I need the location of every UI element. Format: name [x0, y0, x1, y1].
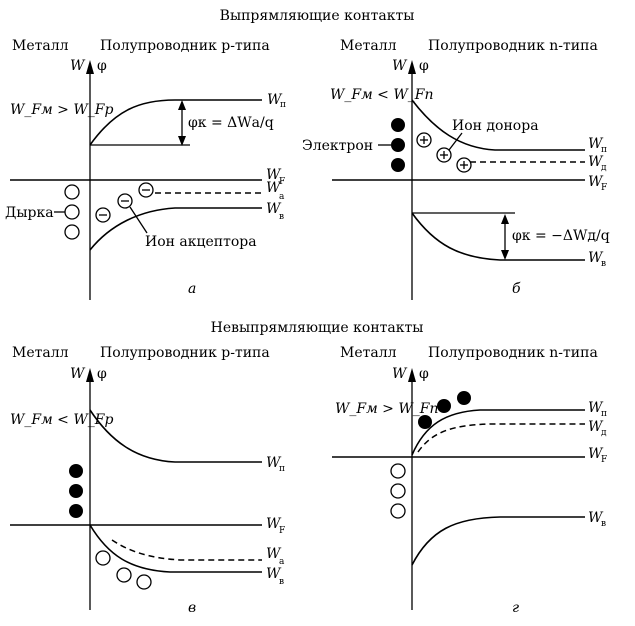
- svg-text:W: W: [588, 446, 604, 462]
- hole-circle: [95, 550, 111, 566]
- svg-text:W: W: [266, 516, 282, 532]
- panel-letter-b: б: [512, 281, 521, 297]
- svg-text:F: F: [279, 177, 285, 187]
- condition-text: W_Fм < W_Fn: [330, 87, 433, 103]
- hole-circle: [64, 184, 80, 200]
- electron-label: Электрон: [302, 138, 373, 154]
- potential-formula: φк = ΔWа/q: [188, 115, 274, 131]
- svg-text:в: в: [279, 212, 284, 222]
- panel-v: Металл Полупроводник p-типа W φ W_Fм < W…: [10, 345, 285, 616]
- hole-circle: [136, 574, 152, 590]
- svg-text:а: а: [279, 557, 285, 567]
- donor-ion-label: Ион донора: [452, 118, 539, 134]
- panel-b: Металл Полупроводник n-типа W φ W_Fм < W…: [302, 38, 610, 300]
- svg-text:д: д: [601, 163, 607, 173]
- electron-dot: [418, 415, 432, 429]
- svg-text:W: W: [266, 566, 282, 582]
- condition-text: W_Fм > W_Fp: [10, 102, 113, 118]
- svg-text:W: W: [588, 174, 604, 190]
- svg-text:W: W: [588, 250, 604, 266]
- hole-circle: [390, 503, 406, 519]
- hole-label: Дырка: [5, 205, 54, 221]
- acceptor-ion: [117, 193, 133, 209]
- hole-circle: [390, 463, 406, 479]
- electron-dot: [391, 138, 405, 152]
- donor-ion: [436, 147, 452, 163]
- svg-text:в: в: [601, 259, 606, 269]
- svg-text:W: W: [588, 510, 604, 526]
- semiconductor-n-label: Полупроводник n-типа: [428, 345, 598, 361]
- donor-ion: [416, 132, 432, 148]
- electron-dot: [391, 118, 405, 132]
- panel-letter-g: г: [512, 600, 519, 616]
- svg-text:W: W: [266, 167, 282, 183]
- svg-text:W: W: [392, 366, 408, 382]
- donor-ion: [456, 157, 472, 173]
- rectifying-heading: Выпрямляющие контакты: [220, 8, 415, 24]
- svg-text:W: W: [70, 58, 86, 74]
- metal-label: Металл: [12, 345, 69, 361]
- electron-dot: [69, 484, 83, 498]
- panel-letter-a: а: [188, 281, 196, 297]
- svg-text:W: W: [588, 419, 604, 435]
- svg-text:д: д: [601, 428, 607, 438]
- svg-text:φ: φ: [419, 58, 429, 74]
- condition-text: W_Fм > W_Fn: [335, 401, 438, 417]
- svg-text:W: W: [266, 455, 282, 471]
- semiconductor-n-label: Полупроводник n-типа: [428, 38, 598, 54]
- acceptor-ion: [95, 207, 111, 223]
- svg-text:п: п: [601, 145, 607, 155]
- hole-circle: [390, 483, 406, 499]
- svg-text:п: п: [279, 464, 285, 474]
- svg-text:W: W: [266, 180, 282, 196]
- acceptor-ion: [138, 182, 154, 198]
- svg-text:φ: φ: [419, 366, 429, 382]
- hole-circle: [64, 224, 80, 240]
- panel-g: Металл Полупроводник n-типа W φ W_Fм > W…: [332, 345, 607, 616]
- electron-dot: [391, 158, 405, 172]
- metal-label: Металл: [340, 38, 397, 54]
- semiconductor-p-label: Полупроводник p-типа: [100, 38, 270, 54]
- svg-text:W: W: [266, 546, 282, 562]
- acceptor-ion-label: Ион акцептора: [145, 234, 257, 250]
- svg-text:φ: φ: [97, 58, 107, 74]
- svg-text:φ: φ: [97, 366, 107, 382]
- metal-label: Металл: [12, 38, 69, 54]
- svg-text:а: а: [279, 192, 285, 202]
- svg-text:п: п: [280, 100, 286, 110]
- electron-dot: [69, 464, 83, 478]
- svg-text:F: F: [279, 526, 285, 536]
- electron-dot: [69, 504, 83, 518]
- svg-text:F: F: [601, 183, 607, 193]
- svg-text:F: F: [601, 455, 607, 465]
- electron-dot: [437, 399, 451, 413]
- svg-text:W: W: [266, 201, 282, 217]
- svg-text:W: W: [588, 400, 604, 416]
- svg-text:W: W: [267, 92, 283, 108]
- hole-circle: [64, 204, 80, 220]
- svg-text:в: в: [601, 519, 606, 529]
- panel-letter-v: в: [188, 600, 196, 616]
- semiconductor-p-label: Полупроводник p-типа: [100, 345, 270, 361]
- svg-text:в: в: [279, 577, 284, 587]
- hole-circle: [116, 567, 132, 583]
- electron-dot: [457, 391, 471, 405]
- svg-text:W: W: [588, 154, 604, 170]
- nonrectifying-heading: Невыпрямляющие контакты: [211, 320, 424, 336]
- svg-text:п: п: [601, 409, 607, 419]
- svg-text:W: W: [392, 58, 408, 74]
- svg-text:W: W: [70, 366, 86, 382]
- potential-formula: φк = −ΔWд/q: [512, 228, 610, 244]
- condition-text: W_Fм < W_Fp: [10, 412, 113, 428]
- svg-text:W: W: [588, 136, 604, 152]
- metal-label: Металл: [340, 345, 397, 361]
- panel-a: Металл Полупроводник p-типа W φ W_Fм > W…: [5, 38, 286, 300]
